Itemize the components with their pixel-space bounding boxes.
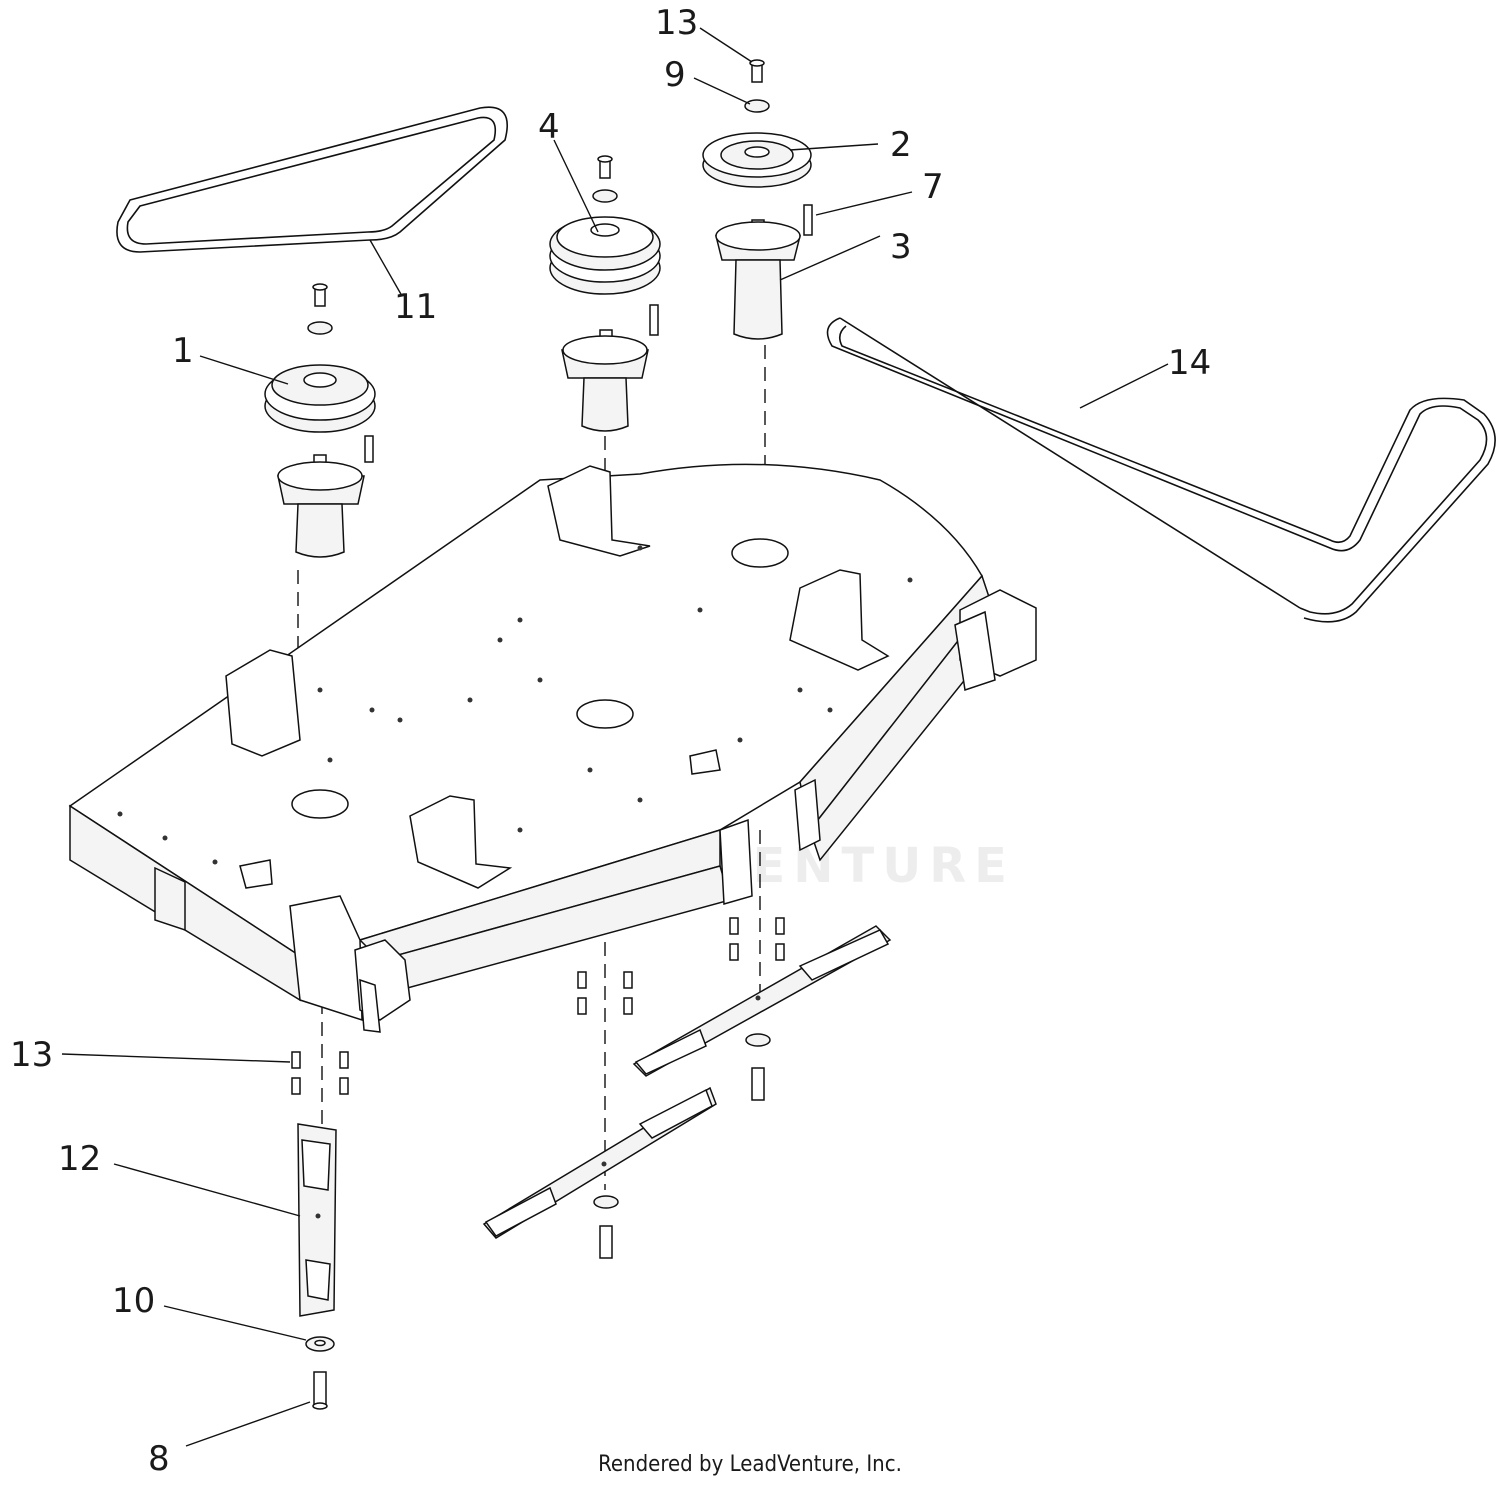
pulley-1-assembly: [264, 283, 376, 558]
pulley-4-assembly: [549, 155, 661, 432]
footer-credit: Rendered by LeadVenture, Inc.: [598, 1452, 902, 1477]
callout-13-bottom: 13: [10, 1035, 53, 1075]
pulley-2-assembly: [702, 59, 813, 340]
belt-14: [826, 317, 1496, 623]
mower-deck-housing: [68, 463, 1037, 1033]
blade-12: [297, 1123, 337, 1317]
callout-2: 2: [890, 125, 912, 165]
blade-right: [632, 925, 892, 1101]
belt-11: [116, 106, 508, 253]
blade-center: [482, 1086, 717, 1259]
callout-3: 3: [890, 227, 912, 267]
callout-12: 12: [58, 1139, 101, 1179]
callout-4: 4: [538, 107, 560, 147]
callout-10: 10: [112, 1281, 155, 1321]
callout-7: 7: [922, 167, 944, 207]
callout-labels: 13 9 4 2 7 3 11 1 14 13 12 10 8: [10, 3, 1211, 1479]
callout-9: 9: [664, 55, 686, 95]
leader-lines: [61, 27, 1169, 1447]
callout-11: 11: [394, 287, 437, 327]
callout-13-top: 13: [655, 3, 698, 43]
callout-8: 8: [148, 1439, 170, 1479]
callout-14: 14: [1168, 343, 1211, 383]
deck-bolts: [291, 917, 785, 1095]
callout-1: 1: [172, 331, 194, 371]
washer-10-bolt-8: [305, 1336, 335, 1410]
